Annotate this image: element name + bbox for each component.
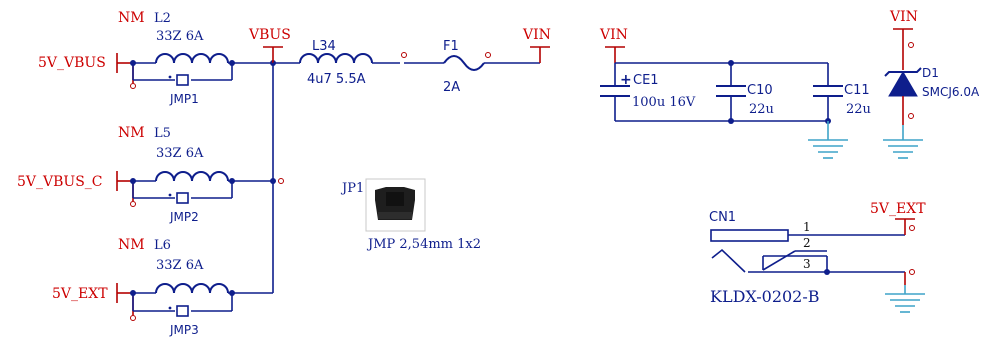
ce1-plus: +: [620, 72, 632, 88]
jmp1-label: JMP1: [169, 92, 199, 106]
f1-ref: F1: [443, 39, 459, 54]
vbus-net: VBUS: [248, 27, 291, 293]
connector-cn1: CN1 1 2 3 KLDX-0202-B 5V_EXT: [709, 201, 926, 313]
l2-value: 33Z 6A: [156, 29, 204, 44]
capacitor-bank: VIN + CE1 100u 16V C10 22u C11 22u: [599, 27, 871, 159]
c10-value: 22u: [749, 102, 774, 117]
fuse-f1: [443, 55, 485, 71]
cn1-ref: CN1: [709, 210, 736, 225]
jumper-jmp1: [176, 74, 189, 86]
ground-symbol-connector: [885, 285, 925, 313]
jp1-value: JMP 2,54mm 1x2: [366, 237, 481, 252]
f1-value: 2A: [443, 80, 460, 95]
net-label-5v-ext-right: 5V_EXT: [870, 201, 926, 217]
tvs-diode-d1: VIN D1 SMCJ6.0A: [883, 9, 980, 159]
l2-nm: NM: [118, 10, 145, 26]
l2-ref: L2: [154, 11, 171, 26]
c10-ref: C10: [747, 83, 773, 98]
l34-ref: L34: [312, 39, 336, 54]
ce1-value: 100u 16V: [632, 95, 696, 110]
c11-value: 22u: [846, 102, 871, 117]
l6-value: 33Z 6A: [156, 258, 204, 273]
jumper-jmp2: [176, 192, 189, 204]
l34-value: 4u7 5.5A: [307, 72, 366, 87]
l6-nm: NM: [118, 237, 145, 253]
input-branch-5v-vbus: 5V_VBUS NM L2 33Z 6A JMP1: [38, 10, 273, 106]
cn1-pin2: 2: [803, 236, 811, 250]
inductor-l6: [155, 283, 229, 294]
d1-ref: D1: [922, 66, 939, 80]
l6-ref: L6: [154, 238, 171, 253]
l5-ref: L5: [154, 126, 171, 141]
cn1-pin1: 1: [803, 220, 811, 234]
l5-nm: NM: [118, 125, 145, 141]
jmp3-label: JMP3: [169, 323, 199, 337]
series-path-vbus-to-vin: L34 4u7 5.5A F1 2A VIN: [273, 27, 551, 95]
jumper-jmp3: [176, 305, 189, 317]
ground-symbol-diode: [883, 125, 923, 159]
net-label-vin-top: VIN: [522, 27, 551, 43]
input-branch-5v-vbus-c: 5V_VBUS_C NM L5 33Z 6A JMP2: [17, 125, 273, 224]
net-label-vin-caps: VIN: [599, 27, 628, 43]
cn1-pin3: 3: [803, 257, 811, 271]
inductor-l2: [155, 53, 229, 64]
jp1-ref: JP1: [340, 181, 364, 196]
l5-value: 33Z 6A: [156, 146, 204, 161]
ce1-ref: CE1: [633, 73, 659, 88]
d1-value: SMCJ6.0A: [922, 85, 980, 99]
net-label-5v-vbus: 5V_VBUS: [38, 55, 106, 71]
inductor-l34: [299, 53, 373, 64]
net-label-vbus: VBUS: [248, 27, 291, 43]
ground-symbol-caps: [808, 121, 848, 159]
inductor-l5: [155, 171, 229, 182]
net-label-5v-ext-left: 5V_EXT: [52, 286, 108, 302]
net-label-vin-diode: VIN: [889, 9, 918, 25]
jmp2-label: JMP2: [169, 210, 199, 224]
net-label-5v-vbus-c: 5V_VBUS_C: [17, 174, 103, 190]
input-branch-5v-ext: 5V_EXT NM L6 33Z 6A JMP3: [52, 237, 273, 337]
c11-ref: C11: [844, 83, 870, 98]
jp1-jumper: JP1 JMP 2,54mm 1x2: [340, 178, 481, 252]
cn1-value: KLDX-0202-B: [710, 287, 820, 306]
